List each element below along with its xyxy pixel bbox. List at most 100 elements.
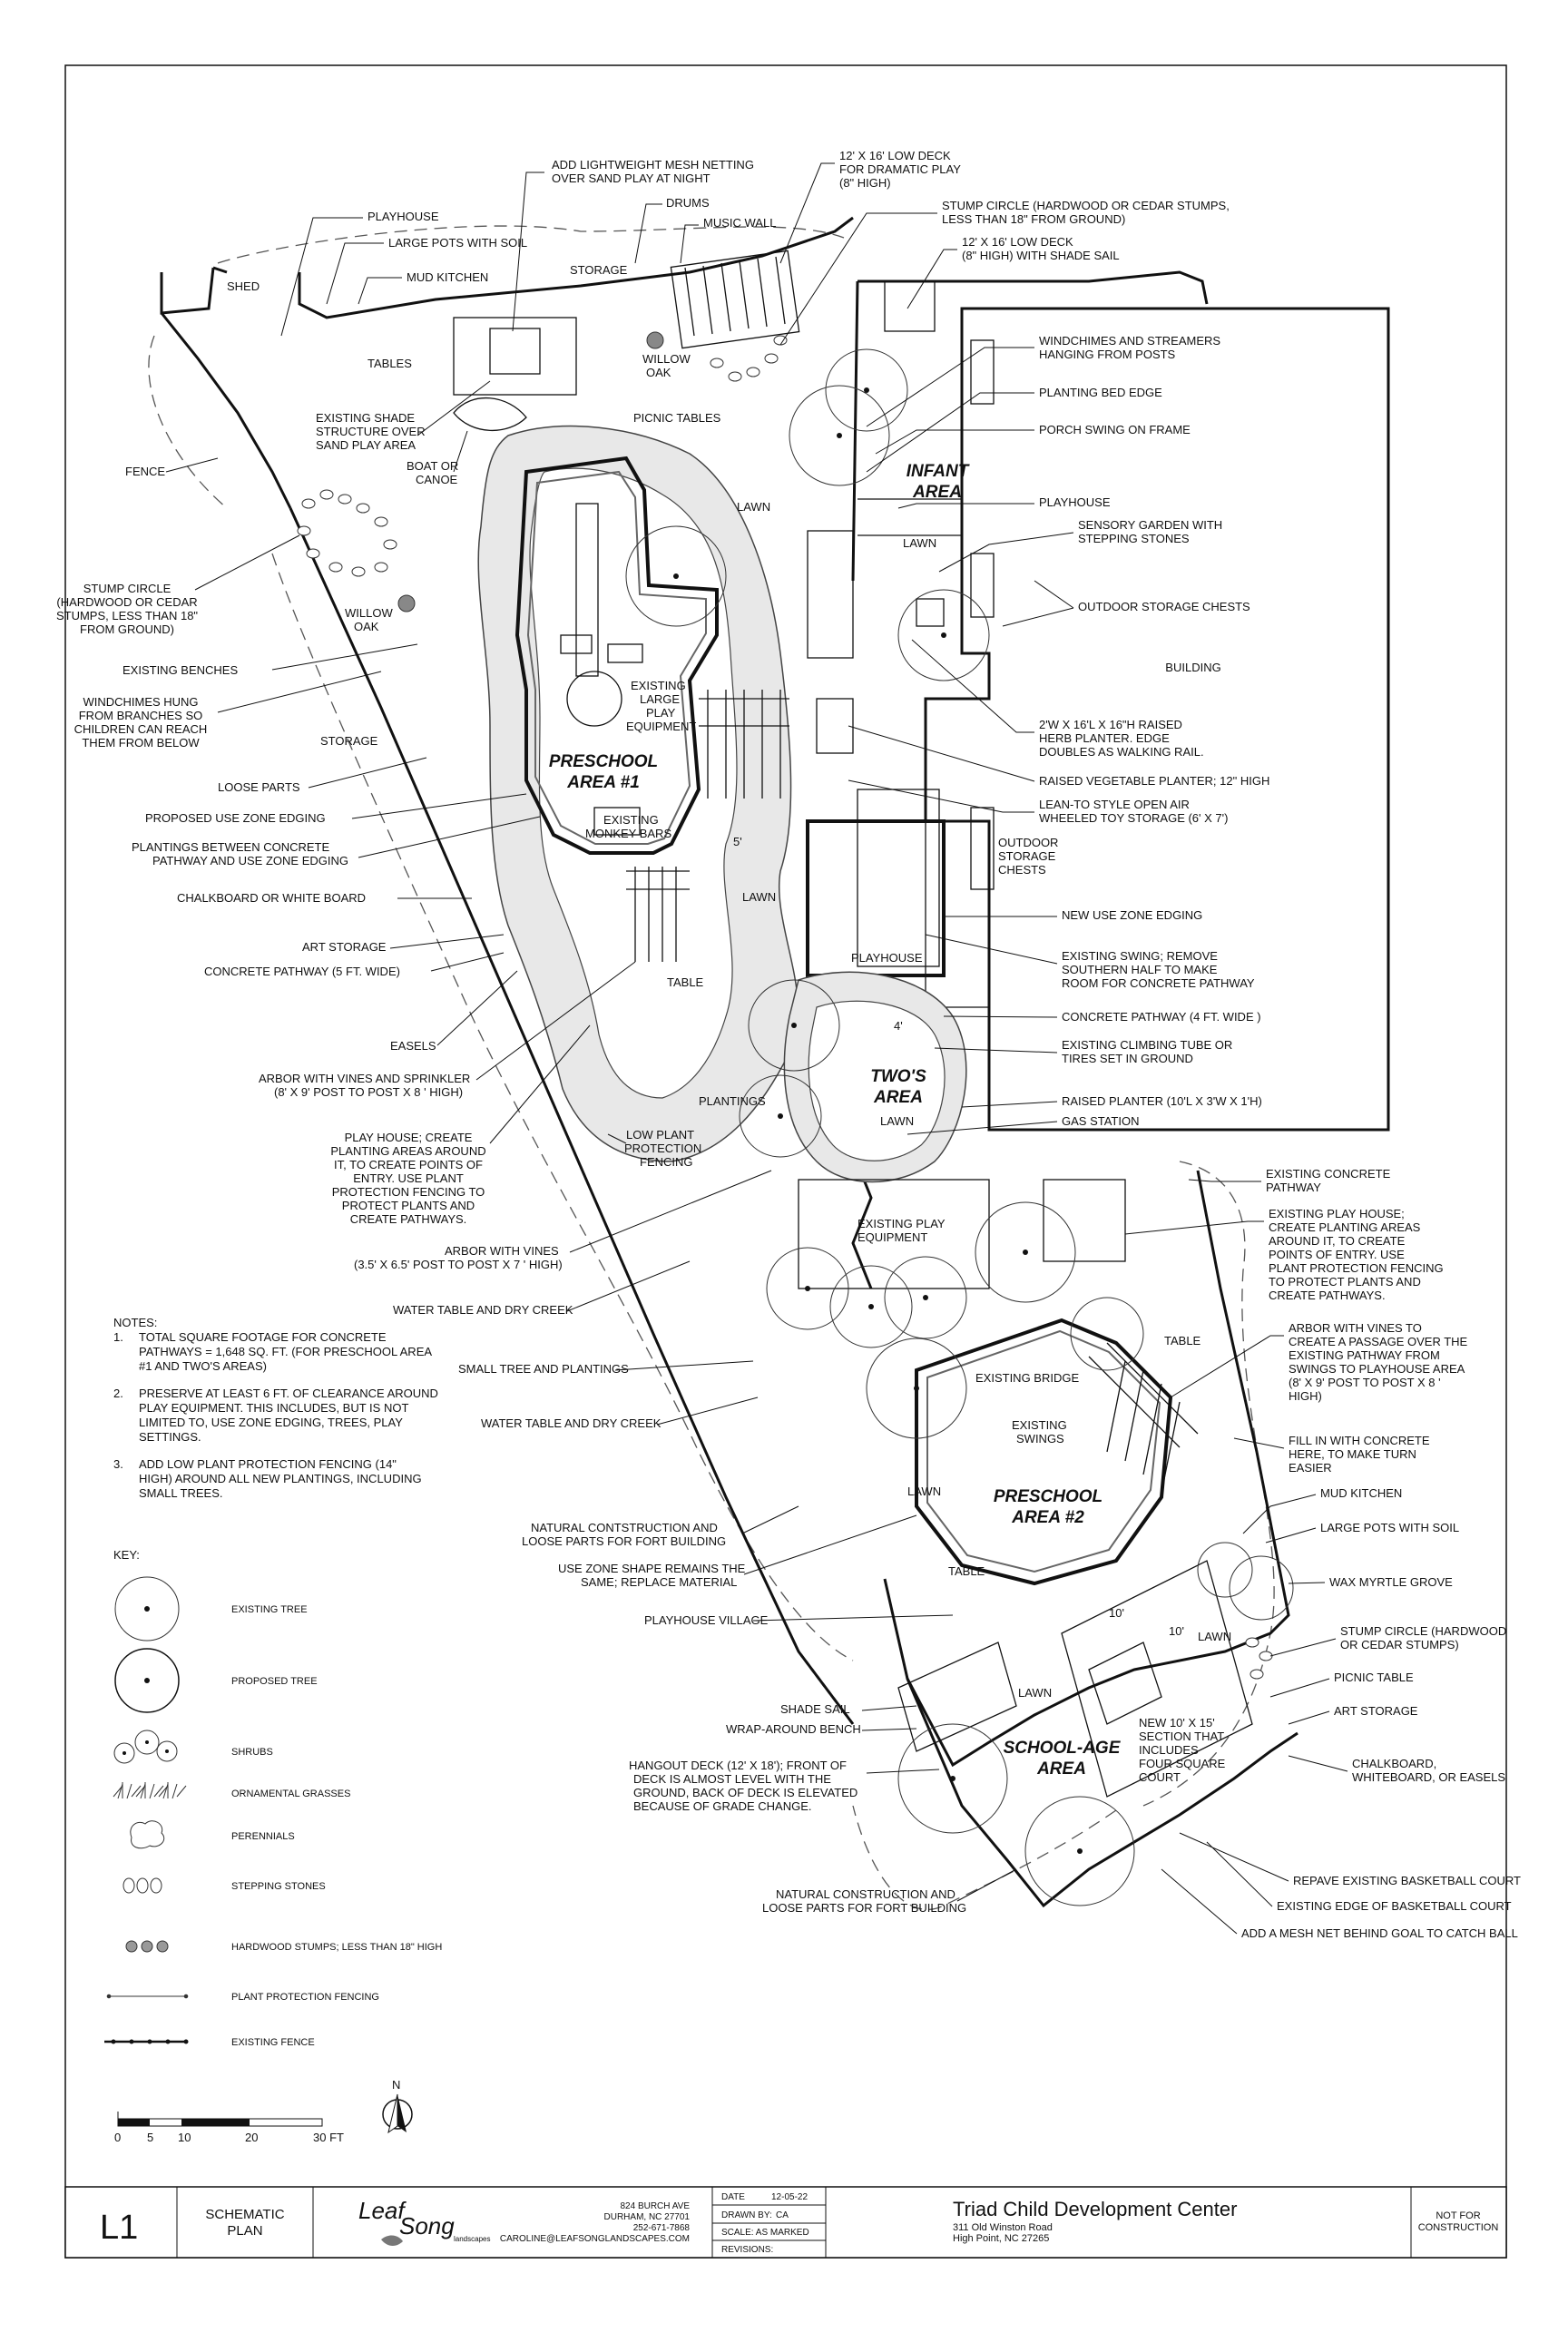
- plan-label: PLAY EQUIPMENT. THIS INCLUDES, BUT IS NO…: [139, 1401, 408, 1415]
- plan-label: Song: [399, 2212, 455, 2239]
- building-label: BUILDING: [1165, 661, 1220, 674]
- plan-label: CREATE PATHWAYS.: [1269, 1289, 1386, 1302]
- plan-label: FROM BRANCHES SO: [79, 709, 203, 722]
- plan-label: RAISED PLANTER (10'L X 3'W X 1'H): [1062, 1094, 1262, 1108]
- firm-logo: Leaf Song landscapes: [358, 2197, 490, 2246]
- plan-label: POINTS OF ENTRY. USE: [1269, 1248, 1405, 1261]
- area-twos-b: AREA: [873, 1088, 923, 1107]
- plan-label: NATURAL CONTSTRUCTION AND: [531, 1521, 718, 1534]
- plan-label: WATER TABLE AND DRY CREEK: [481, 1416, 662, 1430]
- plan-label: INCLUDES: [1139, 1743, 1199, 1757]
- plan-label: LAWN: [1198, 1630, 1231, 1643]
- plan-label: REPAVE EXISTING BASKETBALL COURT: [1293, 1874, 1521, 1887]
- plan-label: LAWN: [737, 500, 770, 514]
- plan-label: EQUIPMENT: [858, 1230, 927, 1244]
- plan-label: 2'W x 16'L X 16"H RAISED: [1039, 718, 1182, 731]
- plan-label: CHALKBOARD,: [1352, 1757, 1436, 1770]
- plan-label: 5: [147, 2131, 153, 2144]
- plan-label: STUMP CIRCLE (HARDWOOD OR CEDAR STUMPS,: [942, 199, 1230, 212]
- area-labels: PRESCHOOL AREA #1 INFANT AREA TWO'S AREA…: [549, 462, 1221, 1779]
- sheet-number: L1: [100, 2209, 138, 2247]
- plan-label: PLAYHOUSE: [1039, 495, 1111, 509]
- area-label-text: AREA #1: [566, 773, 640, 792]
- area-label-text: PRESCHOOL: [549, 752, 658, 771]
- plan-label: AROUND IT, TO CREATE: [1269, 1234, 1406, 1248]
- area-school-age-b: AREA: [1036, 1759, 1086, 1779]
- plan-label: NATURAL CONSTRUCTION AND: [776, 1887, 956, 1901]
- plan-label: SETTINGS.: [139, 1430, 201, 1444]
- area-label-text: AREA: [912, 483, 962, 502]
- plan-label: TO PROTECT PLANTS AND: [1269, 1275, 1421, 1289]
- plan-label: DOUBLES AS WALKING RAIL.: [1039, 745, 1204, 759]
- plan-label: CHESTS: [998, 863, 1046, 877]
- plan-label: EXISTING SWING; REMOVE: [1062, 949, 1218, 963]
- project-name: Triad Child Development Center: [953, 2198, 1237, 2220]
- plan-label: 2.: [113, 1387, 123, 1400]
- plan-label: EASIER: [1289, 1461, 1332, 1475]
- plan-label: 5': [733, 835, 742, 848]
- plan-label: ARBOR WITH VINES AND SPRINKLER: [259, 1072, 470, 1085]
- plan-label: STUMP CIRCLE: [83, 582, 172, 595]
- plan-label: ORNAMENTAL GRASSES: [231, 1788, 350, 1799]
- plan-label: HIGH): [1289, 1389, 1322, 1403]
- plan-label: PLAY: [646, 706, 676, 720]
- plan-label: CHALKBOARD OR WHITE BOARD: [177, 891, 366, 905]
- plan-label: SHRUBS: [231, 1747, 273, 1758]
- plan-label: NOTES:: [113, 1316, 157, 1329]
- plan-label: ARBOR WITH VINES: [445, 1244, 559, 1258]
- plan-label: FOR DRAMATIC PLAY: [839, 162, 961, 176]
- plan-label: NEW 10' X 15': [1139, 1716, 1215, 1730]
- plan-label: ADD LIGHTWEIGHT MESH NETTING: [552, 158, 754, 172]
- plan-label: STRUCTURE OVER: [316, 425, 426, 438]
- plan-label: CANOE: [416, 473, 458, 486]
- plan-label: EXISTING SHADE: [316, 411, 415, 425]
- plan-label: ROOM FOR CONCRETE PATHWAY: [1062, 976, 1255, 990]
- plan-label: landscapes: [454, 2235, 490, 2243]
- plan-label: ENTRY. USE PLANT: [353, 1171, 464, 1185]
- plan-label: BOAT OR: [407, 459, 458, 473]
- plan-label: EXISTING BENCHES: [122, 663, 238, 677]
- plan-label: COURT: [1139, 1770, 1181, 1784]
- plan-label: 252-671-7868: [633, 2223, 691, 2233]
- plan-label: MUD KITCHEN: [1320, 1486, 1402, 1500]
- area-preschool-1: PRESCHOOL: [549, 752, 658, 771]
- plan-label: EXISTING BRIDGE: [975, 1371, 1079, 1385]
- plan-label: LARGE POTS WITH SOIL: [388, 236, 527, 250]
- plan-label: WINDCHIMES HUNG: [83, 695, 198, 709]
- plan-label: FENCING: [640, 1155, 693, 1169]
- plan-label: (8' X 9' POST TO POST X 8 ' HIGH): [274, 1085, 463, 1099]
- plan-label: 10': [1109, 1606, 1124, 1620]
- plan-label: LAWN: [903, 536, 936, 550]
- plan-label: Leaf: [358, 2197, 407, 2224]
- plan-label: ARBOR WITH VINES TO: [1289, 1321, 1422, 1335]
- plan-label: CONCRETE PATHWAY (4 FT. WIDE ): [1062, 1010, 1261, 1024]
- area-twos: TWO'S: [870, 1067, 926, 1086]
- plan-label: 12' X 16' LOW DECK: [962, 235, 1073, 249]
- plan-label: PLANTINGS BETWEEN CONCRETE: [132, 840, 329, 854]
- plan-label: LAWN: [742, 890, 776, 904]
- plan-label: OUTDOOR: [998, 836, 1058, 849]
- area-label-text: AREA #2: [1011, 1508, 1084, 1527]
- plan-label: TOTAL SQUARE FOOTAGE FOR CONCRETE: [139, 1330, 387, 1344]
- plan-label: SAND PLAY AREA: [316, 438, 416, 452]
- plan-label: PROTECTION FENCING TO: [332, 1185, 485, 1199]
- plan-label: SHADE SAIL: [780, 1702, 850, 1716]
- plan-label: STORAGE: [320, 734, 378, 748]
- north-arrow: N: [382, 2078, 413, 2134]
- plan-label: #1 AND TWO'S AREAS): [139, 1359, 267, 1373]
- plan-label: DRAWN BY:: [721, 2210, 772, 2220]
- plan-label: DATE: [721, 2192, 745, 2202]
- plan-label: 311 Old Winston Road: [953, 2222, 1053, 2233]
- plan-label: 3.: [113, 1457, 123, 1471]
- plan-label: 12-05-22: [771, 2192, 808, 2202]
- plan-label: USE ZONE SHAPE REMAINS THE: [558, 1562, 746, 1575]
- plan-label: PLAY HOUSE; CREATE: [345, 1131, 473, 1144]
- plan-label: 12' X 16' LOW DECK: [839, 149, 951, 162]
- plan-label: OAK: [646, 366, 671, 379]
- plan-label: WILLOW: [642, 352, 691, 366]
- plan-label: (8' X 9' POST TO POST X 8 ': [1289, 1376, 1441, 1389]
- plan-label: WINDCHIMES AND STREAMERS: [1039, 334, 1220, 348]
- plan-label: EXISTING EDGE OF BASKETBALL COURT: [1277, 1899, 1512, 1913]
- plan-label: EXISTING CONCRETE: [1266, 1167, 1391, 1181]
- plan-label: LESS THAN 18" FROM GROUND): [942, 212, 1125, 226]
